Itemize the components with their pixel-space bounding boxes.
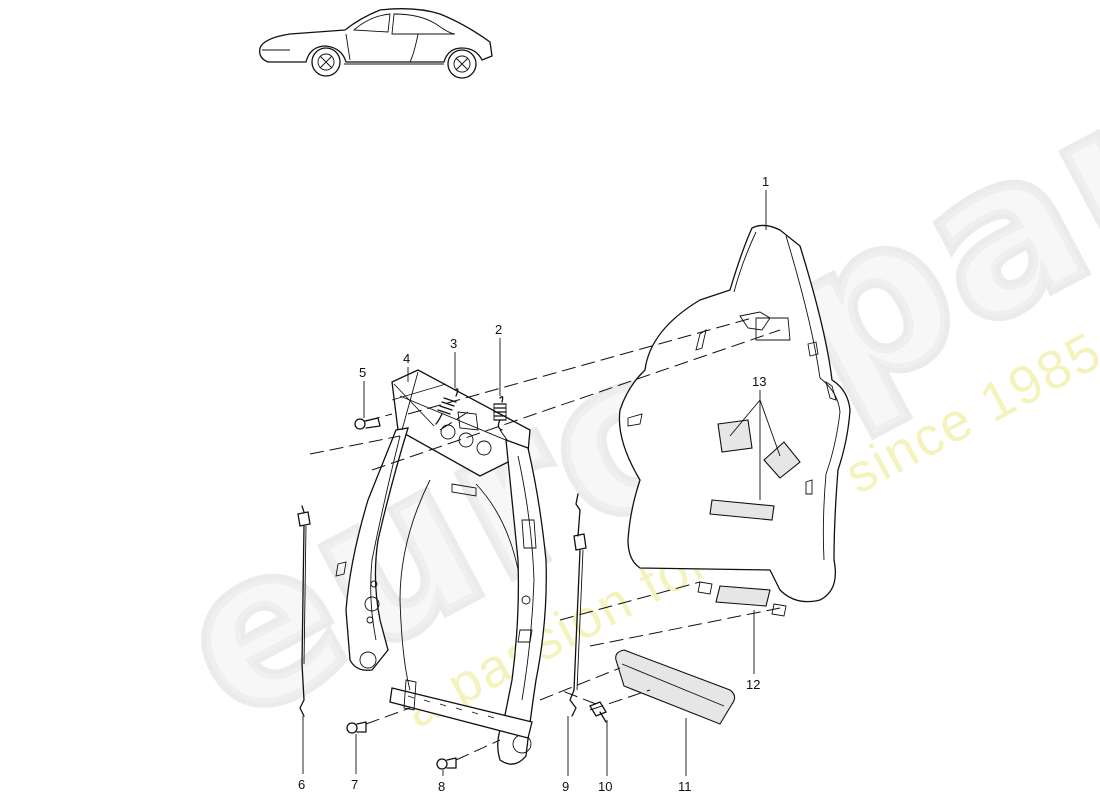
release-cable-9[interactable] — [569, 493, 587, 717]
trim-strip-12[interactable] — [715, 585, 771, 607]
callout-4[interactable]: 4 — [403, 351, 410, 366]
callout-12[interactable]: 12 — [746, 677, 760, 692]
push-clip-8[interactable] — [436, 757, 457, 770]
label-pad-13c — [709, 499, 775, 521]
push-clip-7[interactable] — [346, 721, 367, 734]
foam-pad-11[interactable] — [615, 649, 736, 725]
seat-backrest-shell[interactable] — [618, 224, 851, 617]
tension-spring-2[interactable] — [493, 396, 507, 431]
callout-5[interactable]: 5 — [359, 365, 366, 380]
watermark: eurospares eurospares a passion for part… — [137, 0, 1100, 774]
callout-11[interactable]: 11 — [678, 779, 692, 794]
release-cable-6[interactable] — [297, 505, 311, 717]
callout-9[interactable]: 9 — [562, 779, 569, 794]
callout-1[interactable]: 1 — [762, 174, 769, 189]
callout-10[interactable]: 10 — [598, 779, 612, 794]
callout-13[interactable]: 13 — [752, 374, 766, 389]
tension-spring-3[interactable] — [435, 388, 459, 425]
callout-6[interactable]: 6 — [298, 777, 305, 792]
callout-7[interactable]: 7 — [351, 777, 358, 792]
assembly-guide-lines — [309, 317, 781, 761]
callout-2[interactable]: 2 — [495, 322, 502, 337]
screw-10[interactable] — [589, 701, 607, 723]
coupe-side-view-icon — [259, 8, 493, 79]
callout-labels: 1 2 3 4 5 6 7 8 9 10 11 12 13 — [298, 174, 769, 794]
callout-3[interactable]: 3 — [450, 336, 457, 351]
callout-8[interactable]: 8 — [438, 779, 445, 794]
label-pad-13a — [717, 419, 753, 453]
callout-leaders — [302, 190, 781, 776]
seat-backrest-frame[interactable] — [335, 369, 547, 765]
